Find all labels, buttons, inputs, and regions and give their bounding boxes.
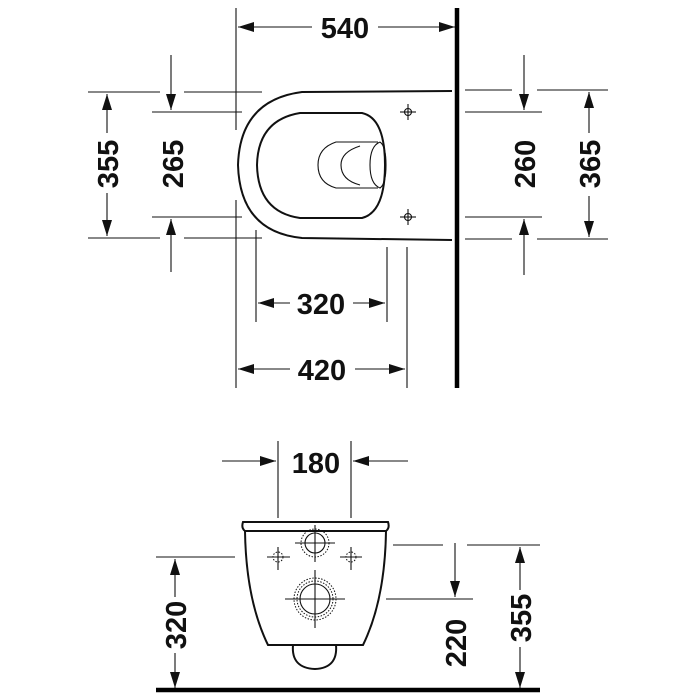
drain-outline (317, 141, 378, 189)
toilet-body-outline (244, 530, 387, 646)
drain-pipe-opening (285, 570, 345, 628)
arrow-left-icon (258, 298, 274, 308)
arrow-down-icon (166, 94, 176, 110)
dim-label-540: 540 (321, 13, 369, 45)
arrow-left-icon (238, 364, 254, 374)
dimension-420: 420 (238, 355, 405, 387)
toilet-foot (291, 644, 338, 671)
dimension-320-horizontal: 320 (258, 289, 385, 321)
arrow-up-icon (166, 219, 176, 235)
dim-label-180: 180 (292, 448, 340, 480)
arrow-down-icon (584, 221, 594, 237)
fixing-hole-top (400, 104, 416, 120)
dimension-365: 365 (465, 89, 608, 240)
fixing-hole-bottom (400, 209, 416, 225)
arrow-up-icon (170, 559, 180, 575)
arrow-right-icon (389, 364, 405, 374)
dim-label-320-horizontal: 320 (297, 289, 345, 321)
front-view: 180 (156, 441, 540, 693)
dim-label-420: 420 (298, 355, 346, 387)
upper-pipe-opening (295, 525, 335, 562)
dimension-180: 180 (222, 441, 408, 518)
dim-label-365: 365 (575, 140, 607, 188)
dim-label-355-left: 355 (93, 140, 125, 188)
dimension-355-right: 355 (467, 544, 540, 688)
bowl-outer-outline (236, 90, 453, 241)
dimension-260: 260 (465, 55, 542, 275)
dim-label-355-right: 355 (506, 594, 538, 642)
dimension-265: 265 (152, 55, 242, 272)
drain-front-curve (369, 141, 387, 189)
fixing-hole-right (340, 547, 362, 570)
fixing-hole-left (267, 547, 290, 570)
bowl-inner-opening (255, 112, 387, 219)
arrow-up-icon (519, 219, 529, 235)
drain-inner-curve (340, 145, 361, 186)
arrow-down-icon (519, 94, 529, 110)
dimension-355-left: 355 (88, 91, 262, 239)
dimension-220: 220 (386, 543, 473, 667)
dim-label-265: 265 (158, 140, 190, 188)
arrow-down-icon (170, 672, 180, 688)
arrow-left-icon (353, 456, 369, 466)
top-view: 540 355 (88, 8, 608, 388)
dimension-320-vertical: 320 (156, 556, 235, 688)
arrow-right-icon (439, 22, 455, 32)
arrow-left-icon (238, 22, 254, 32)
arrow-down-icon (515, 672, 525, 688)
arrow-up-icon (515, 547, 525, 563)
dimension-540: 540 (235, 8, 455, 130)
dim-label-320-vertical: 320 (161, 601, 193, 649)
dim-label-220: 220 (441, 619, 473, 667)
arrow-right-icon (260, 456, 276, 466)
arrow-up-icon (102, 94, 112, 110)
arrow-down-icon (450, 581, 460, 597)
arrow-down-icon (102, 220, 112, 236)
arrow-up-icon (584, 92, 594, 108)
arrow-right-icon (369, 298, 385, 308)
dim-label-260: 260 (510, 140, 542, 188)
